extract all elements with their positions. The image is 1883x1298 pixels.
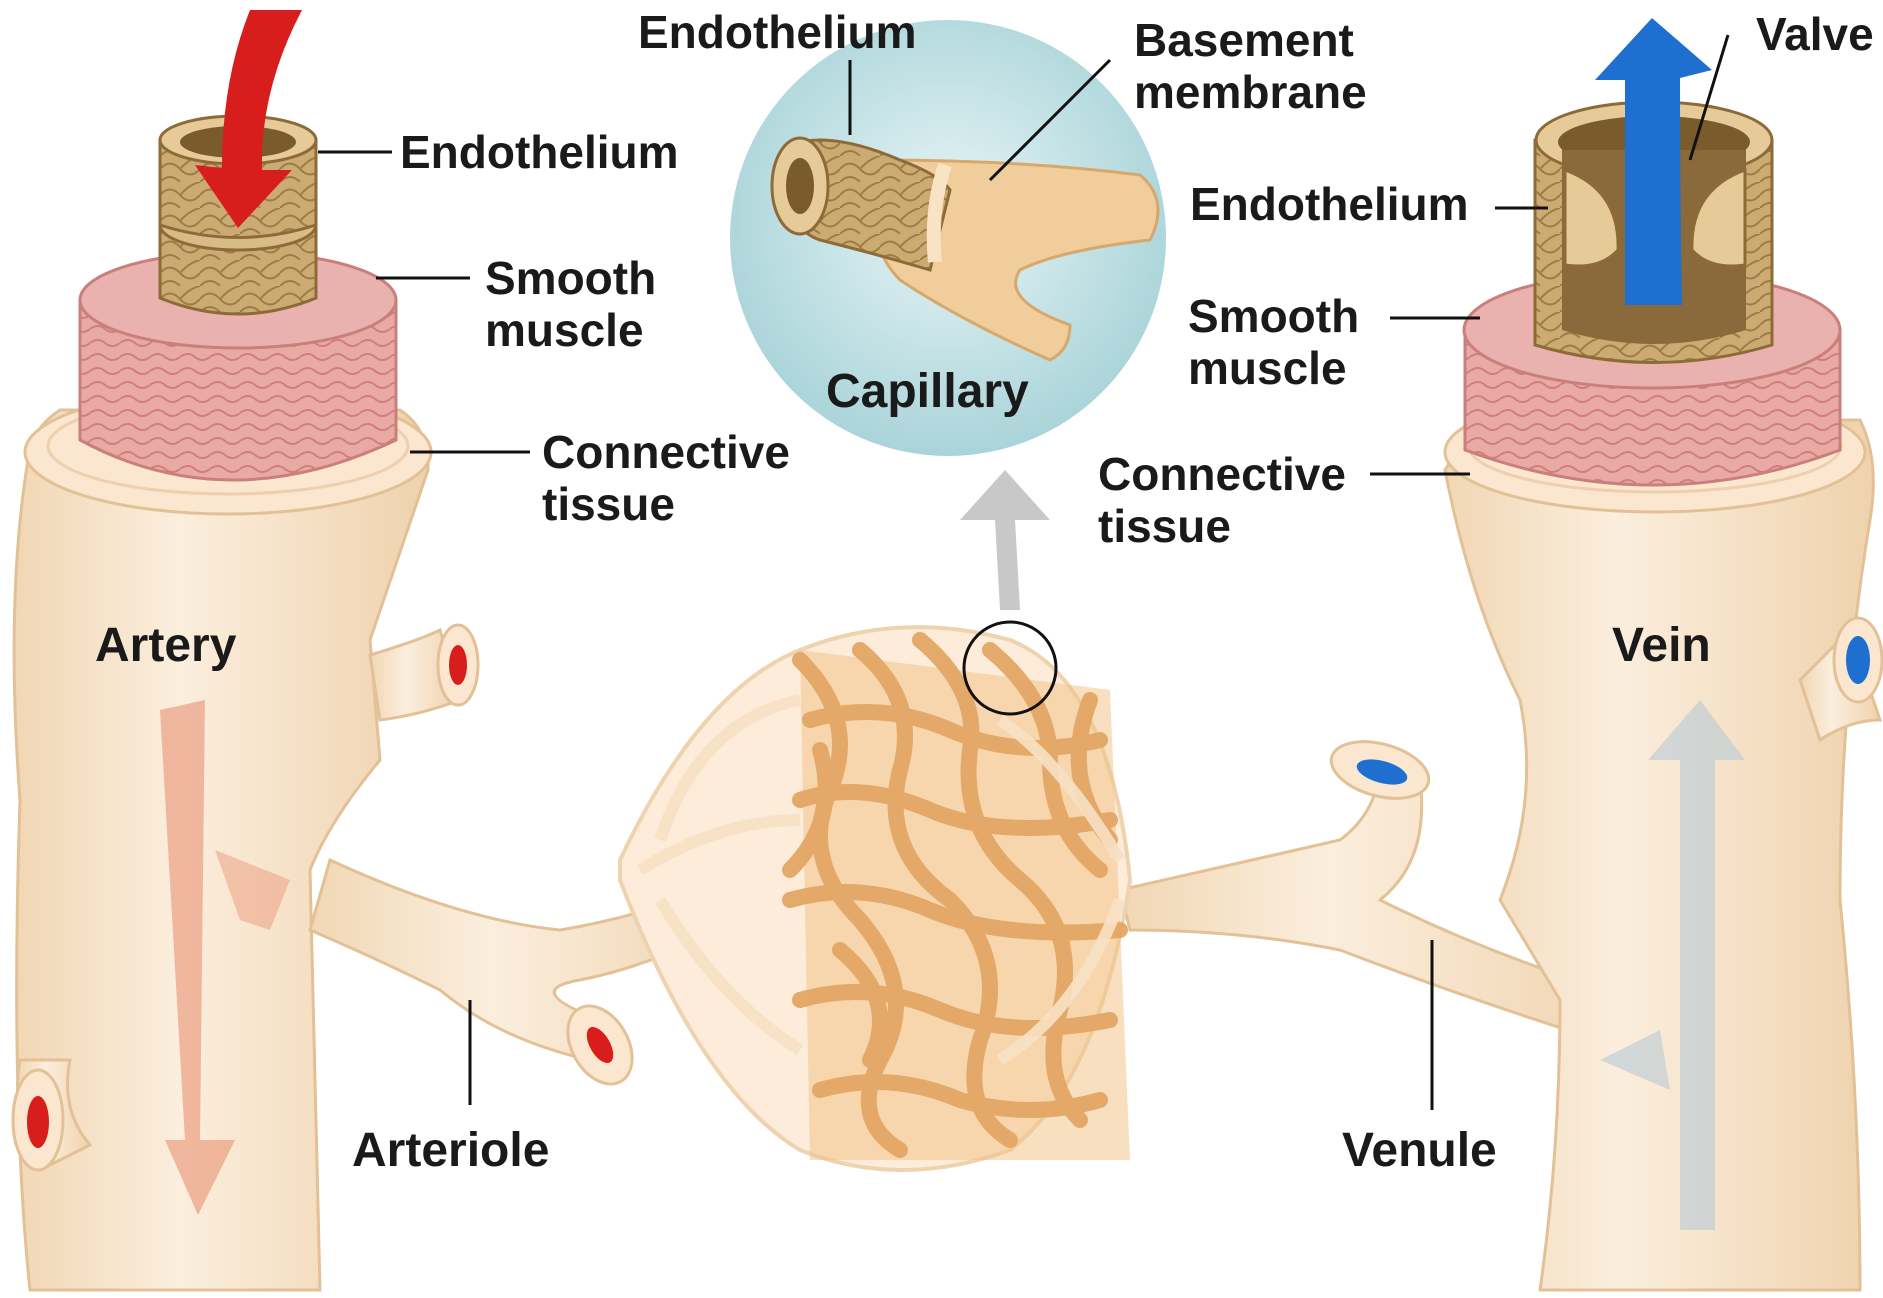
label-endothelium-artery: Endothelium [400,126,679,178]
label-connective-vein-line2: tissue [1098,500,1231,552]
label-endothelium-vein: Endothelium [1190,178,1469,230]
label-smooth-muscle-vein-line1: Smooth [1188,290,1359,342]
label-endothelium-capillary: Endothelium [638,6,917,58]
label-artery: Artery [95,620,236,672]
zoom-arrow [960,470,1050,610]
label-valve: Valve [1756,8,1874,60]
label-basement-membrane-line1: Basement [1134,14,1354,66]
vein-branch-lumen [1846,636,1870,684]
label-smooth-muscle-vein-line2: muscle [1188,342,1347,394]
label-vein: Vein [1612,620,1711,672]
label-basement-membrane-line2: membrane [1134,66,1367,118]
label-venule: Venule [1342,1125,1497,1177]
label-connective-artery-line2: tissue [542,478,675,530]
artery-branch-lumen-2 [27,1096,49,1148]
vein-body [1445,420,1873,1290]
artery [13,10,478,1290]
label-capillary: Capillary [826,366,1029,418]
label-smooth-muscle-artery-line1: Smooth [485,252,656,304]
label-connective-vein-line1: Connective [1098,448,1346,500]
label-arteriole: Arteriole [352,1125,549,1177]
capillary-bed [620,622,1130,1170]
label-connective-artery-line1: Connective [542,426,790,478]
artery-branch-lumen [449,645,467,685]
label-smooth-muscle-artery-line2: muscle [485,304,644,356]
